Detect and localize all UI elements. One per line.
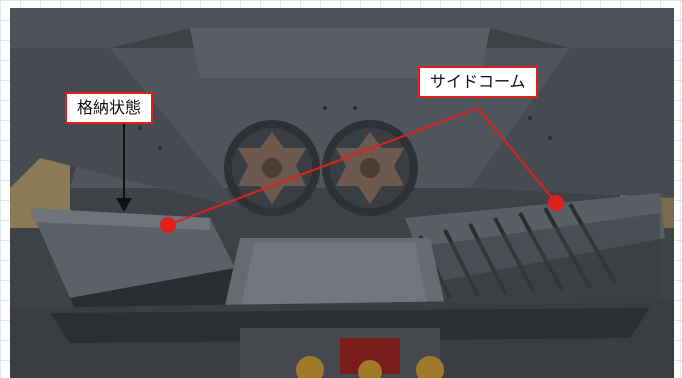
side-comb-label: サイドコーム: [418, 66, 538, 98]
stored-state-label: 格納状態: [65, 92, 154, 124]
machine-photo: [10, 8, 674, 378]
